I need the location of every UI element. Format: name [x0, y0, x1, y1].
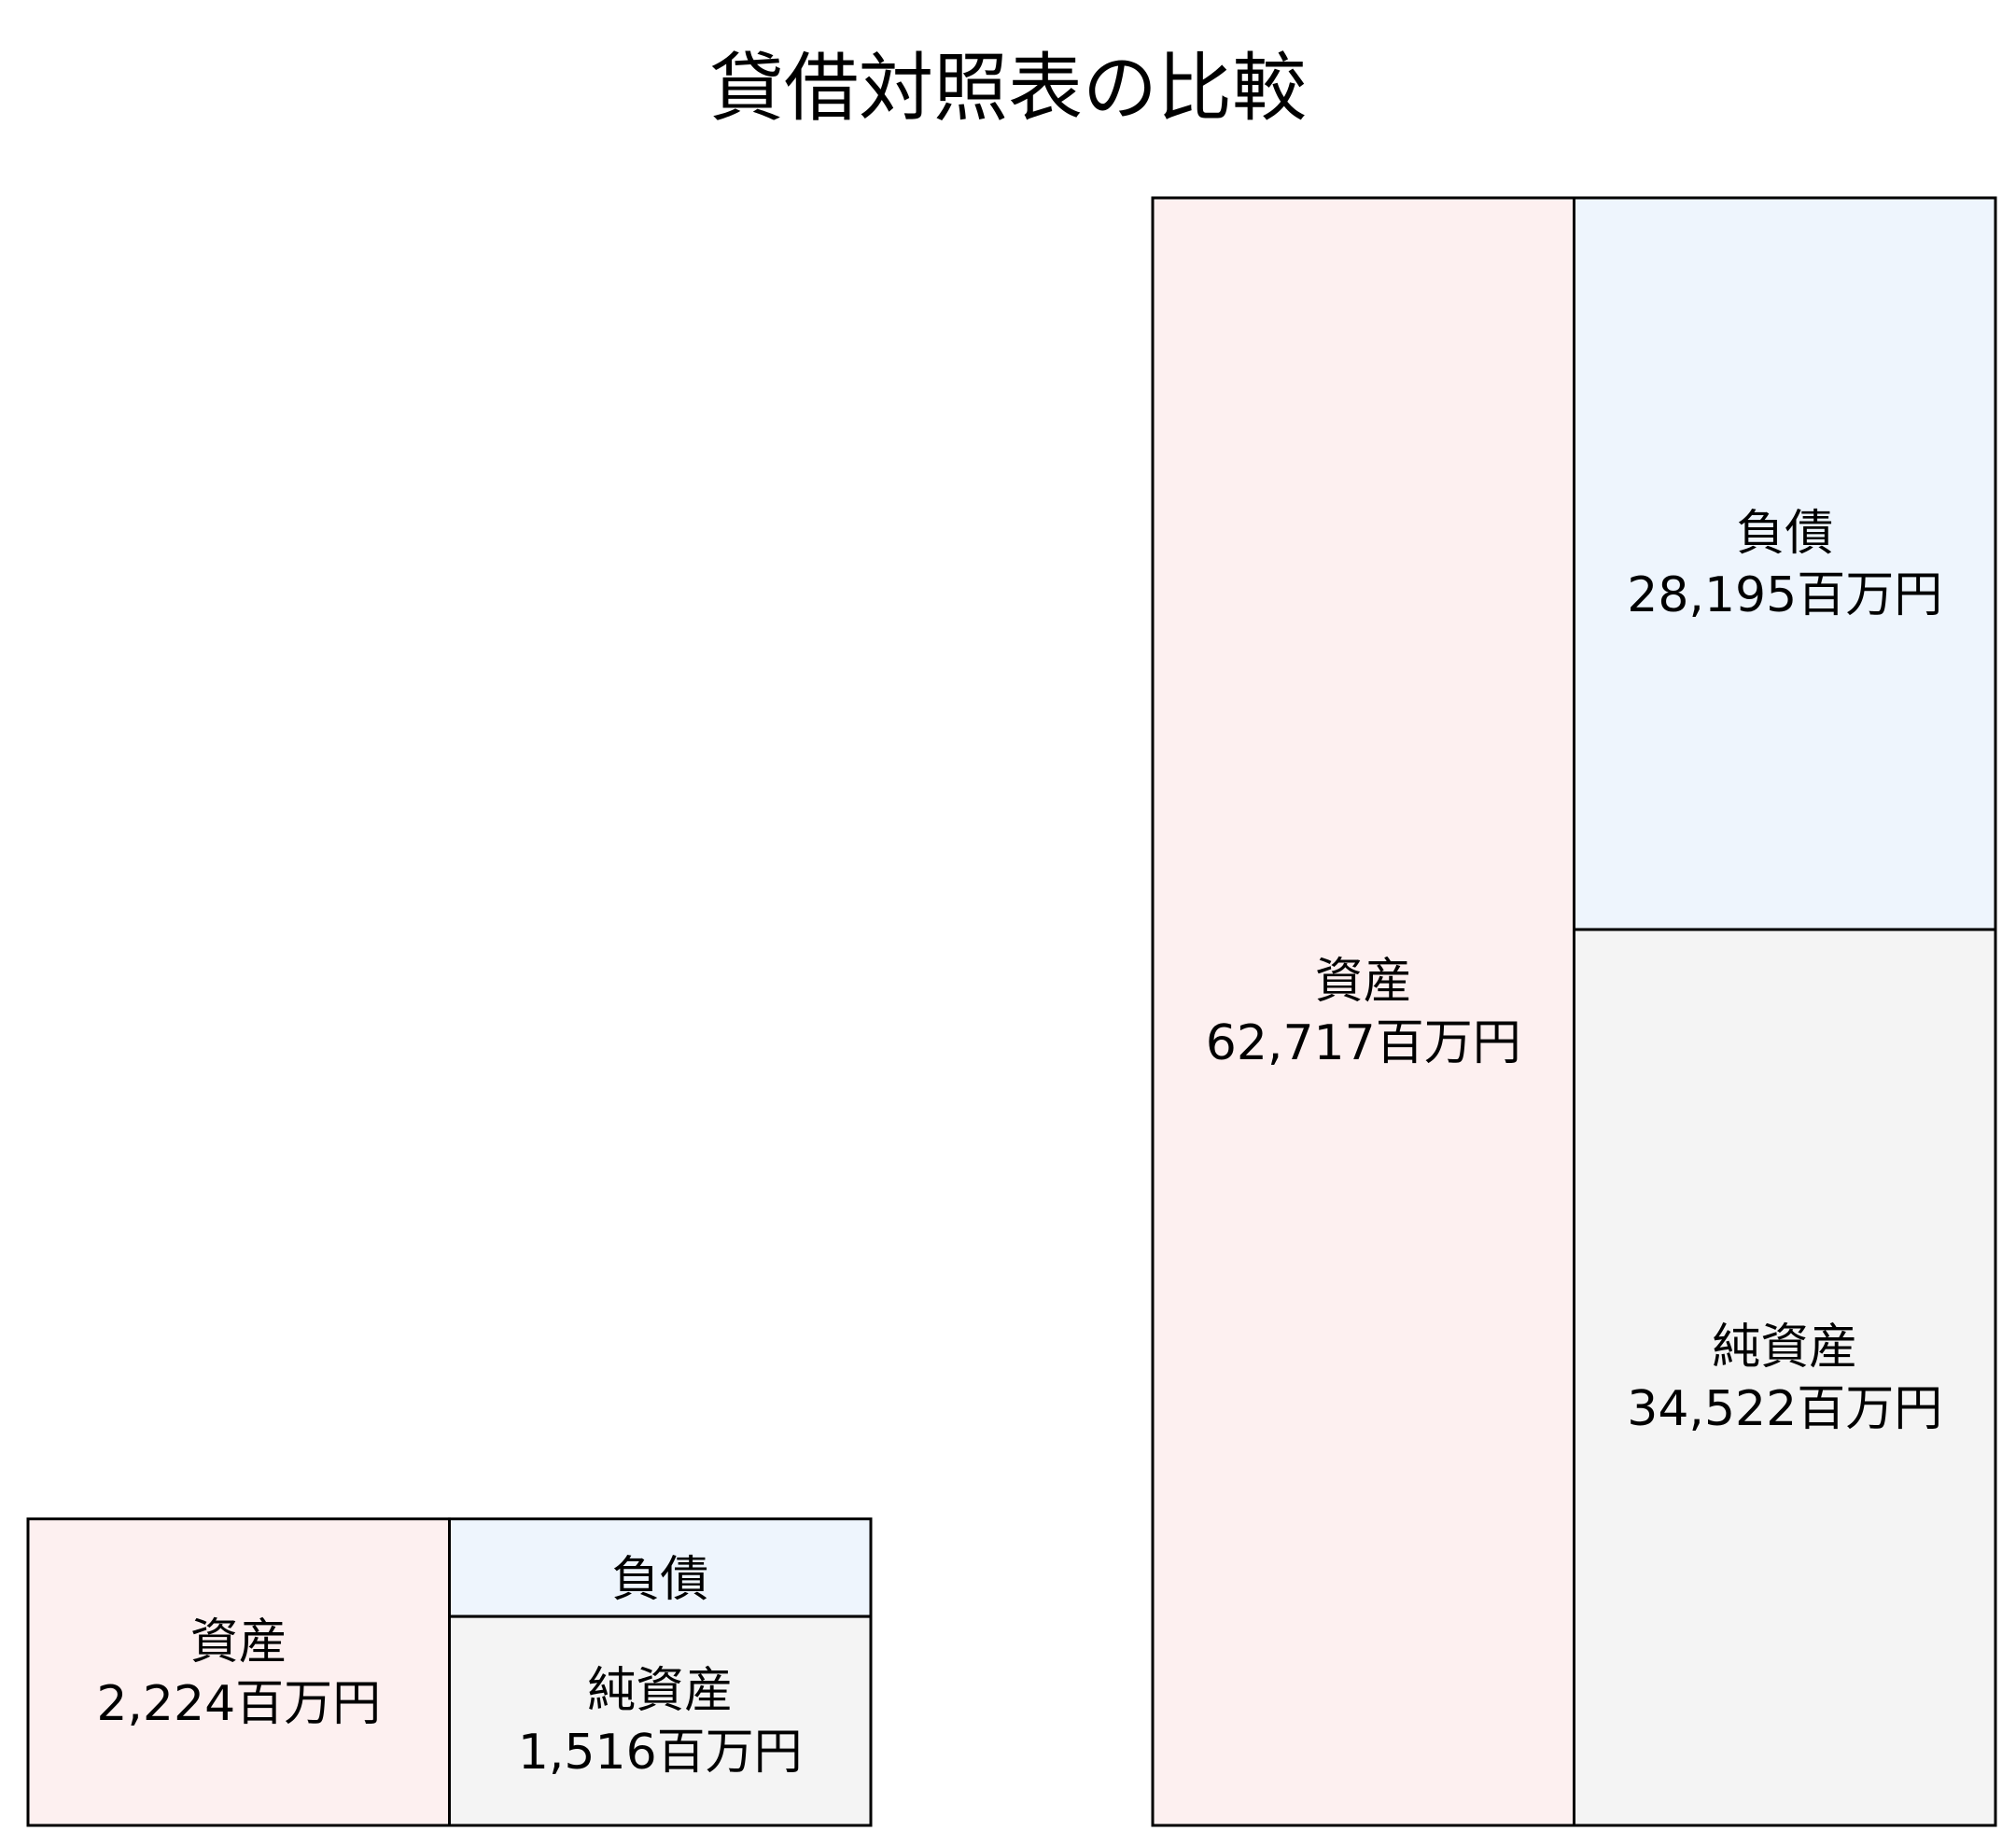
liabilities-label: 負債 — [611, 1552, 708, 1608]
liabilities-box — [1573, 196, 1997, 931]
liabilities-box — [448, 1517, 873, 1618]
net-assets-box-overlay — [448, 1614, 873, 1827]
assets-box — [26, 1517, 451, 1827]
net-assets-box — [1573, 928, 1997, 1827]
chart-title: 貸借対照表の比較 — [709, 45, 1307, 132]
assets-box — [1151, 196, 1575, 1827]
